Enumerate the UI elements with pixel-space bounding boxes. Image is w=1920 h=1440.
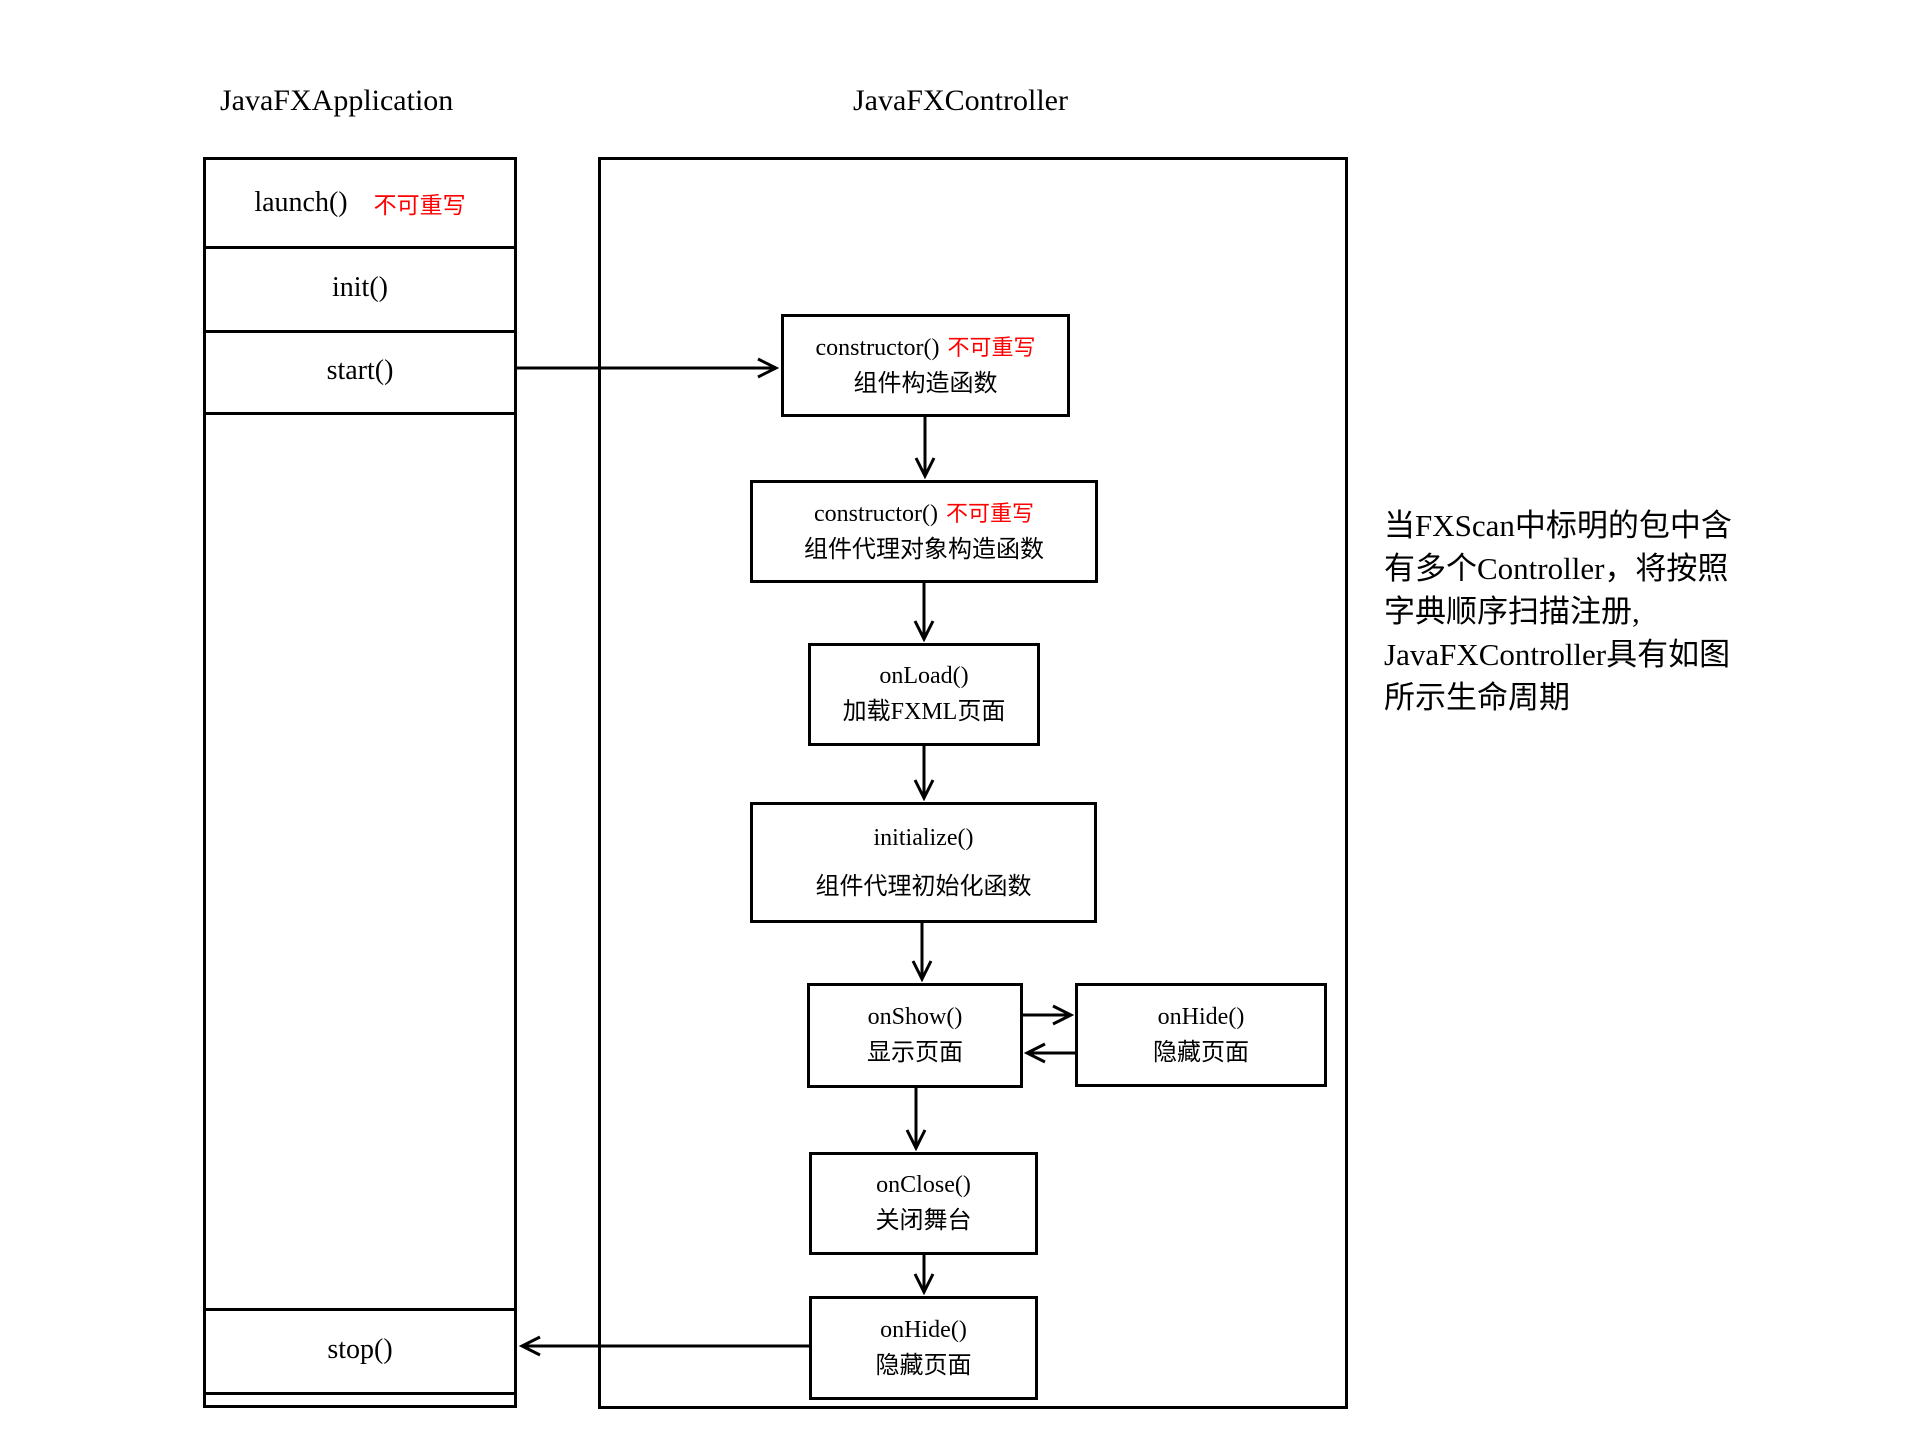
- initialize-box-title: initialize(): [873, 824, 974, 851]
- onhide-side-box: onHide() 隐藏页面: [1075, 983, 1327, 1087]
- initialize-box: initialize() 组件代理初始化函数: [750, 802, 1097, 923]
- launch-note: 不可重写: [373, 193, 466, 218]
- onhide-bottom-box-title: onHide(): [880, 1316, 967, 1343]
- row-divider: [206, 412, 514, 415]
- constructor-box-note: 不可重写: [947, 334, 1036, 360]
- onshow-box-title: onShow(): [867, 1004, 963, 1030]
- init-label: init(): [332, 272, 388, 303]
- start-row: start(): [206, 330, 514, 412]
- row-divider: [206, 1392, 514, 1395]
- stop-row: stop(): [206, 1308, 514, 1392]
- controller-title: JavaFXController: [853, 84, 1068, 117]
- onclose-box-title: onClose(): [876, 1172, 971, 1198]
- onclose-box-subtitle: 关闭舞台: [875, 1208, 972, 1234]
- stop-label: stop(): [327, 1334, 393, 1365]
- row-divider: [206, 246, 514, 249]
- onhide-side-box-subtitle: 隐藏页面: [1153, 1039, 1249, 1066]
- launch-row: launch() 不可重写: [206, 160, 514, 246]
- onload-box-subtitle: 加载FXML页面: [842, 699, 1006, 725]
- onclose-box: onClose() 关闭舞台: [809, 1152, 1038, 1255]
- initialize-box-subtitle: 组件代理初始化函数: [815, 873, 1032, 900]
- onhide-side-box-title: onHide(): [1157, 1003, 1245, 1030]
- application-class-box: launch() 不可重写 init() start() stop(): [203, 157, 517, 1408]
- start-label: start(): [326, 355, 394, 386]
- proxy-constructor-box-title: constructor(): [814, 500, 938, 527]
- proxy-constructor-box: constructor() 不可重写 组件代理对象构造函数: [750, 480, 1098, 583]
- onhide-bottom-box: onHide() 隐藏页面: [809, 1296, 1038, 1400]
- proxy-constructor-box-subtitle: 组件代理对象构造函数: [804, 536, 1044, 563]
- onshow-box: onShow() 显示页面: [807, 983, 1023, 1088]
- launch-label: launch(): [254, 187, 348, 218]
- application-title: JavaFXApplication: [220, 84, 454, 117]
- constructor-box-title: constructor(): [815, 334, 940, 361]
- constructor-box-subtitle: 组件构造函数: [853, 370, 998, 397]
- onload-box-title: onLoad(): [879, 663, 969, 689]
- onload-box: onLoad() 加载FXML页面: [808, 643, 1040, 746]
- row-divider: [206, 330, 514, 333]
- row-divider: [206, 1308, 514, 1311]
- constructor-box: constructor() 不可重写 组件构造函数: [781, 314, 1070, 417]
- init-row: init(): [206, 246, 514, 330]
- onshow-box-subtitle: 显示页面: [867, 1040, 963, 1066]
- annotation-text: 当FXScan中标明的包中含 有多个Controller，将按照 字典顺序扫描注…: [1384, 508, 1732, 715]
- proxy-constructor-box-note: 不可重写: [945, 500, 1034, 526]
- onhide-bottom-box-subtitle: 隐藏页面: [875, 1352, 972, 1379]
